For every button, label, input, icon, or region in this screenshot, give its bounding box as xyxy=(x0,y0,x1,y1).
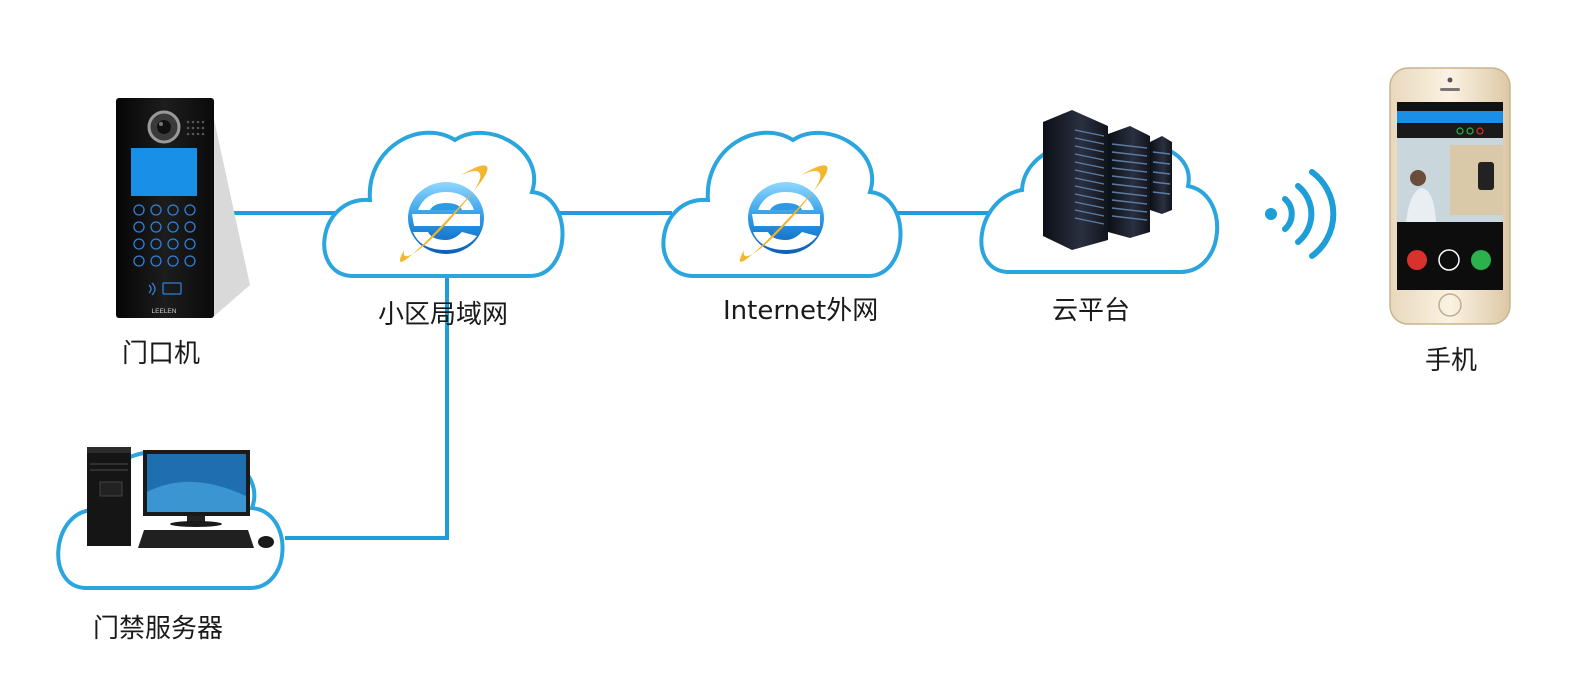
lan-cloud xyxy=(322,130,565,278)
smartphone-icon xyxy=(1389,67,1511,325)
wifi-signal-icon xyxy=(1265,169,1337,259)
door-station-label: 门口机 xyxy=(122,339,201,369)
cloud-platform-cloud xyxy=(979,110,1220,274)
cloud-platform-label: 云平台 xyxy=(1052,296,1131,326)
access-server-label: 门禁服务器 xyxy=(93,614,224,644)
access-server-cloud xyxy=(56,447,285,590)
internet-explorer-icon xyxy=(739,165,828,262)
connection-lines xyxy=(215,211,988,540)
door-intercom-icon: LEELEN xyxy=(116,98,250,318)
link-lan-to-server xyxy=(285,278,449,540)
lan-label: 小区局域网 xyxy=(378,300,509,330)
phone-label: 手机 xyxy=(1425,346,1478,376)
door-station-brand: LEELEN xyxy=(152,308,177,315)
desktop-computer-icon xyxy=(87,447,274,548)
server-rack-icon xyxy=(1043,110,1172,250)
internet-cloud xyxy=(661,130,903,278)
internet-explorer-icon xyxy=(399,165,488,262)
internet-label: Internet外网 xyxy=(723,296,879,326)
